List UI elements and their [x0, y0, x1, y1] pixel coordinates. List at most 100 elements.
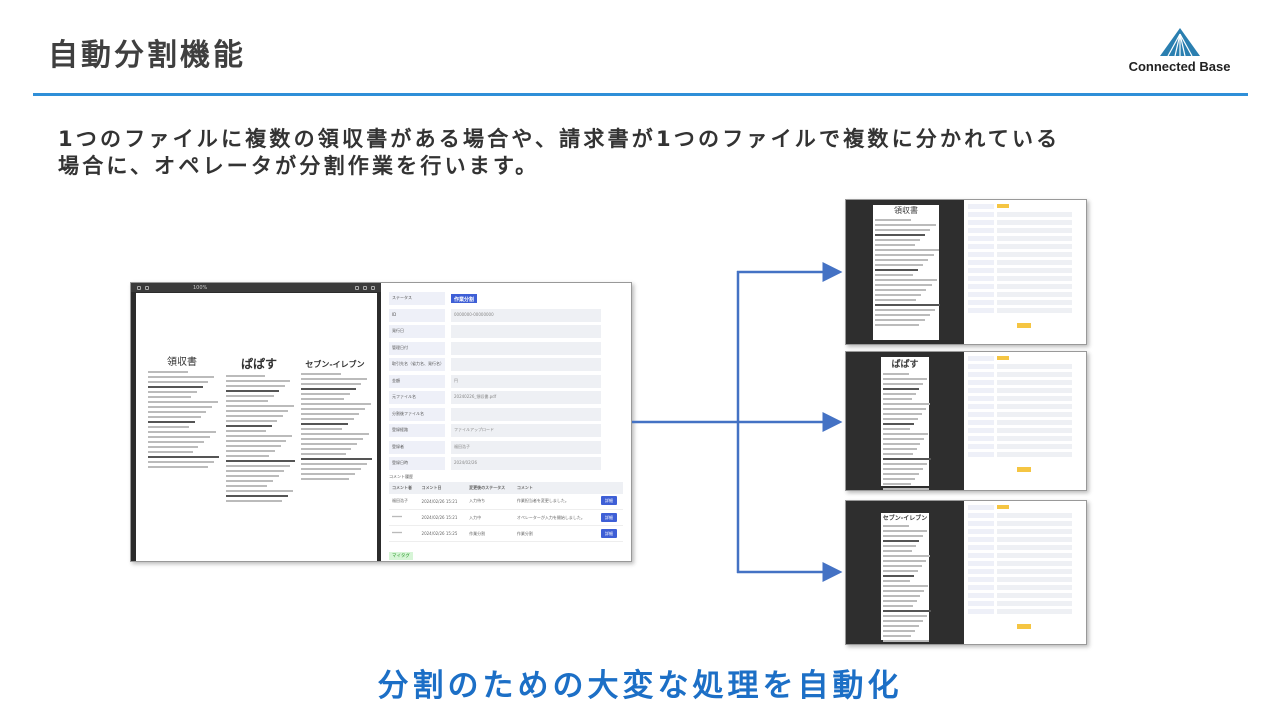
thumb-form-row [968, 545, 1080, 550]
thumb-form-row [968, 260, 1080, 265]
comment-status: 入力待ち [466, 493, 514, 510]
thumb-form-row [968, 553, 1080, 558]
receipt-text-line [883, 595, 921, 597]
receipt-text-line [301, 388, 356, 390]
thumb-form-row [968, 292, 1080, 297]
receipt-text-line [875, 284, 932, 286]
receipt-text-line [883, 398, 912, 400]
detail-button[interactable]: 詳細 [600, 496, 617, 506]
receipt-text-line [875, 269, 918, 271]
zoom-level[interactable]: 100% [193, 284, 208, 291]
thumb-status-badge [997, 356, 1009, 360]
field-input[interactable] [451, 358, 601, 371]
split-result-1: 領収書 [845, 199, 1087, 345]
receipt-text-line [148, 436, 210, 438]
receipt-text-line [301, 383, 362, 385]
tag-badge[interactable]: マイタグ [389, 552, 413, 560]
receipt-1: 領収書 [146, 353, 220, 471]
field-input[interactable]: 円 [451, 374, 601, 388]
thumb-form-row [968, 204, 1080, 209]
receipt-text-line [875, 274, 913, 276]
field-input[interactable]: 2024/02/26 [451, 457, 601, 470]
receipt-text-line [148, 426, 190, 428]
receipt-text-line [883, 393, 916, 395]
comment-author: 福田浩子 [389, 493, 419, 510]
field-label: 金額 [389, 374, 445, 388]
receipt-text-line [301, 463, 367, 465]
receipt-text-line [226, 445, 281, 447]
field-label: 登録者 [389, 440, 445, 454]
form-field-row: 管理日付 [389, 341, 623, 355]
field-input[interactable]: 福田浩子 [451, 440, 601, 454]
receipt-text-line [875, 279, 938, 281]
comments-title: コメント履歴 [389, 473, 413, 479]
rotate-icon[interactable] [355, 285, 359, 290]
receipt-text-line [883, 468, 923, 470]
thumb-form-row [968, 300, 1080, 305]
receipt-text-line [148, 451, 193, 453]
receipt-text-line [883, 418, 919, 420]
receipt-text-line [883, 605, 913, 607]
receipt-text-line [875, 219, 912, 221]
receipt-text-line [883, 560, 926, 562]
receipt-text-line [883, 620, 923, 622]
field-label: 分割後ファイル名 [389, 407, 445, 421]
receipt-2: ぱぱす [224, 355, 296, 505]
receipt-text-line [301, 393, 350, 395]
search-icon[interactable] [145, 285, 149, 290]
receipt-text-line [883, 413, 922, 415]
form-field-row: 登録経路ファイルアップロード [389, 424, 623, 437]
receipt-text-line [883, 600, 917, 602]
download-icon[interactable] [363, 285, 367, 290]
receipt-text-line [226, 395, 274, 397]
field-input[interactable]: 20240226_領収書.pdf [451, 391, 601, 404]
comment-date: 2024/02/26 15:21 [418, 509, 467, 526]
receipt-3: セブン-イレブン [299, 359, 373, 483]
receipt-text-line [883, 640, 930, 642]
menu-icon[interactable] [137, 285, 141, 290]
receipt-text-line [883, 535, 924, 537]
column-header-action [597, 481, 623, 494]
column-header: コメント者 [389, 481, 419, 494]
field-input[interactable] [451, 325, 601, 338]
receipt-text-line [148, 401, 218, 403]
receipt-text-line [875, 294, 922, 296]
detail-button[interactable]: 詳細 [600, 528, 617, 538]
slide-title: 自動分割機能 [48, 38, 246, 73]
receipt-text-line [883, 428, 911, 430]
detail-button[interactable]: 詳細 [600, 512, 617, 522]
description-line-2: 場合に、オペレータが分割作業を行います。 [58, 154, 540, 178]
field-input[interactable] [451, 407, 601, 421]
receipt-text-line [148, 431, 216, 433]
thumb-form-row [968, 585, 1080, 590]
description: 1つのファイルに複数の領収書がある場合や、請求書が1つのファイルで複数に分かれて… [58, 126, 1258, 180]
thumb-form-row [968, 513, 1080, 518]
receipt-text-line [883, 388, 920, 390]
thumb-form-row [968, 364, 1080, 369]
comment-date: 2024/02/26 15:25 [418, 525, 467, 542]
logo-text: Connected Base [1128, 59, 1231, 74]
receipt-text-line [301, 428, 343, 430]
thumb-form-row [968, 537, 1080, 542]
receipt-text-line [875, 264, 924, 266]
receipt-text-line [148, 391, 197, 393]
thumb-form-row [968, 244, 1080, 249]
receipt-text-line [883, 635, 912, 637]
tagline: 分割のための大変な処理を自動化 [377, 668, 903, 704]
thumb-form-row [968, 529, 1080, 534]
receipt-text-line [301, 398, 345, 400]
field-input[interactable]: ファイルアップロード [451, 424, 601, 437]
form-field-row: 登録者福田浩子 [389, 440, 623, 454]
receipt-text-line [226, 460, 296, 462]
thumb-form-row [968, 388, 1080, 393]
print-icon[interactable] [371, 285, 375, 290]
receipt-text-line [226, 390, 280, 392]
receipt-text-line [875, 299, 916, 301]
field-input[interactable] [451, 341, 601, 355]
field-input[interactable]: 0000000-00000000 [451, 308, 601, 322]
